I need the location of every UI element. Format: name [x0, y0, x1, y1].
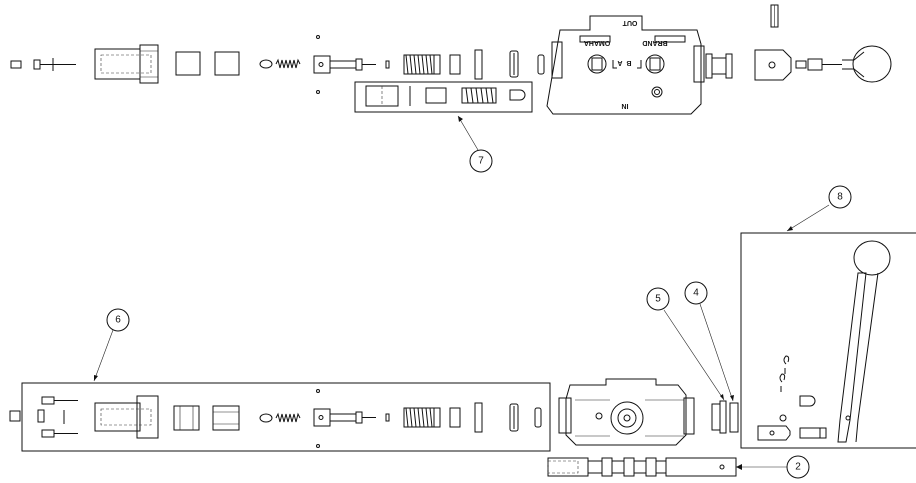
callout-7: 7	[457, 115, 493, 173]
bolt-top	[33, 58, 76, 71]
port-a-marking: A	[617, 59, 622, 66]
valve-body-top: OUT IN OMAHA BRAND A B	[546, 15, 705, 115]
brand-marking: BRAND	[642, 39, 667, 46]
seal-ring-top	[537, 54, 545, 75]
spring-small-top	[275, 58, 301, 69]
valve-body-bottom	[558, 378, 695, 446]
callout-6: 6	[93, 308, 130, 382]
omaha-marking: OMAHA	[584, 39, 610, 46]
callout-2-label: 2	[795, 462, 801, 473]
seal-kit-box-7	[354, 81, 533, 113]
end-plug	[10, 60, 22, 69]
bolts-bottom	[37, 396, 78, 438]
port-b-marking: B	[626, 59, 631, 66]
washer-top-1	[449, 54, 461, 75]
spring-small-bottom	[275, 412, 301, 423]
spring-large-bottom	[403, 407, 441, 428]
lever-arm	[837, 272, 867, 443]
handle-kit-box-8	[740, 232, 916, 449]
knob-top	[852, 45, 892, 83]
square-seal-bottom-1	[173, 405, 200, 431]
knob-bottom	[853, 240, 891, 276]
washer-bottom-1	[449, 407, 461, 428]
seal-kit-box-6	[21, 382, 551, 452]
washer-bottom-2	[474, 402, 483, 433]
spool-end-bottom	[711, 400, 739, 434]
pivot-pin	[799, 427, 821, 439]
end-cap-bottom	[94, 395, 159, 439]
handle-link-top	[795, 45, 892, 83]
spool-bottom	[313, 389, 376, 448]
spool-top	[313, 35, 376, 94]
callout-8-label: 8	[837, 192, 843, 203]
callout-5: 5	[646, 287, 725, 401]
end-cap-top	[94, 44, 159, 84]
cotter-pin-2	[779, 373, 786, 392]
callout-7-label: 7	[478, 156, 484, 167]
square-seal-2	[214, 51, 240, 76]
ball-bottom	[259, 413, 273, 423]
washer-top-2	[474, 49, 483, 80]
bottom-assembly	[9, 232, 916, 477]
spool-part-2	[547, 457, 737, 477]
washer-small	[779, 414, 787, 422]
pin-bottom	[385, 413, 390, 422]
oring-bottom	[509, 403, 519, 432]
end-plug-bottom	[9, 410, 21, 422]
link-bracket	[757, 425, 791, 441]
ball-top	[259, 59, 273, 69]
clevis-pin	[799, 395, 816, 407]
square-seal-bottom-2	[212, 405, 240, 431]
pin-top	[385, 60, 390, 69]
oring-top	[509, 50, 519, 78]
clevis-top	[754, 49, 792, 81]
seal-ring-bottom	[534, 407, 542, 428]
spring-large-top	[403, 54, 441, 75]
callout-6-label: 6	[115, 315, 121, 326]
spool-end-top	[705, 53, 733, 79]
callout-4-label: 4	[693, 288, 699, 299]
top-assembly: OUT IN OMAHA BRAND A B	[10, 4, 892, 115]
out-port-label: OUT	[622, 19, 638, 26]
callout-5-label: 5	[655, 294, 661, 305]
cotter-pin-1	[783, 355, 790, 374]
callout-4: 4	[684, 281, 734, 402]
callout-2: 2	[736, 455, 810, 479]
callout-8: 8	[786, 185, 852, 232]
square-seal-1	[175, 51, 201, 76]
in-port-label: IN	[622, 102, 629, 109]
